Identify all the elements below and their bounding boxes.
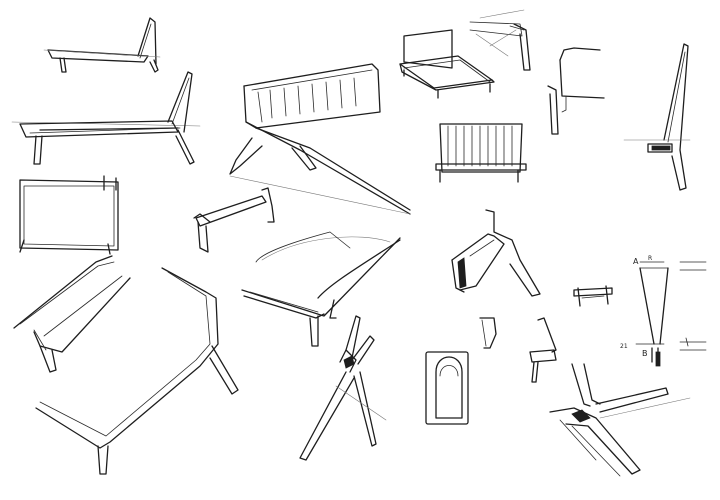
bracket-detail-sketch [479,317,497,349]
chaise-lounge-side-sketch [11,71,201,165]
sofa-perspective-sketch [229,63,411,215]
coffee-table-perspective-sketch [241,231,401,347]
stool-front-sketch [573,285,613,307]
large-frame-perspective-sketch [13,255,239,475]
small-lounger-sketch [43,17,161,73]
slatted-bench-front-sketch [435,123,527,183]
leg-profile-detail-sketch [451,209,541,297]
leg-joint-corner-sketch [469,9,531,71]
side-table-perspective-sketch [193,187,275,253]
chair-side-outline-sketch [547,47,605,135]
rounded-cushion-detail-sketch [425,351,469,425]
dimension-drawing: A R B 21 [620,255,707,367]
tripod-joint-sketch [299,315,387,461]
chair-mini-sketch [529,317,557,383]
dim-label-a: A [633,257,639,266]
dim-label-r: R [648,255,652,262]
backrest-joint-detail-sketch [623,43,691,191]
frame-top-view-sketch [19,175,119,255]
dim-label-b: B [642,349,648,358]
corner-joint-close-up-sketch [549,363,691,477]
bed-frame-sketch [399,29,495,99]
dim-label-21: 21 [620,343,628,350]
